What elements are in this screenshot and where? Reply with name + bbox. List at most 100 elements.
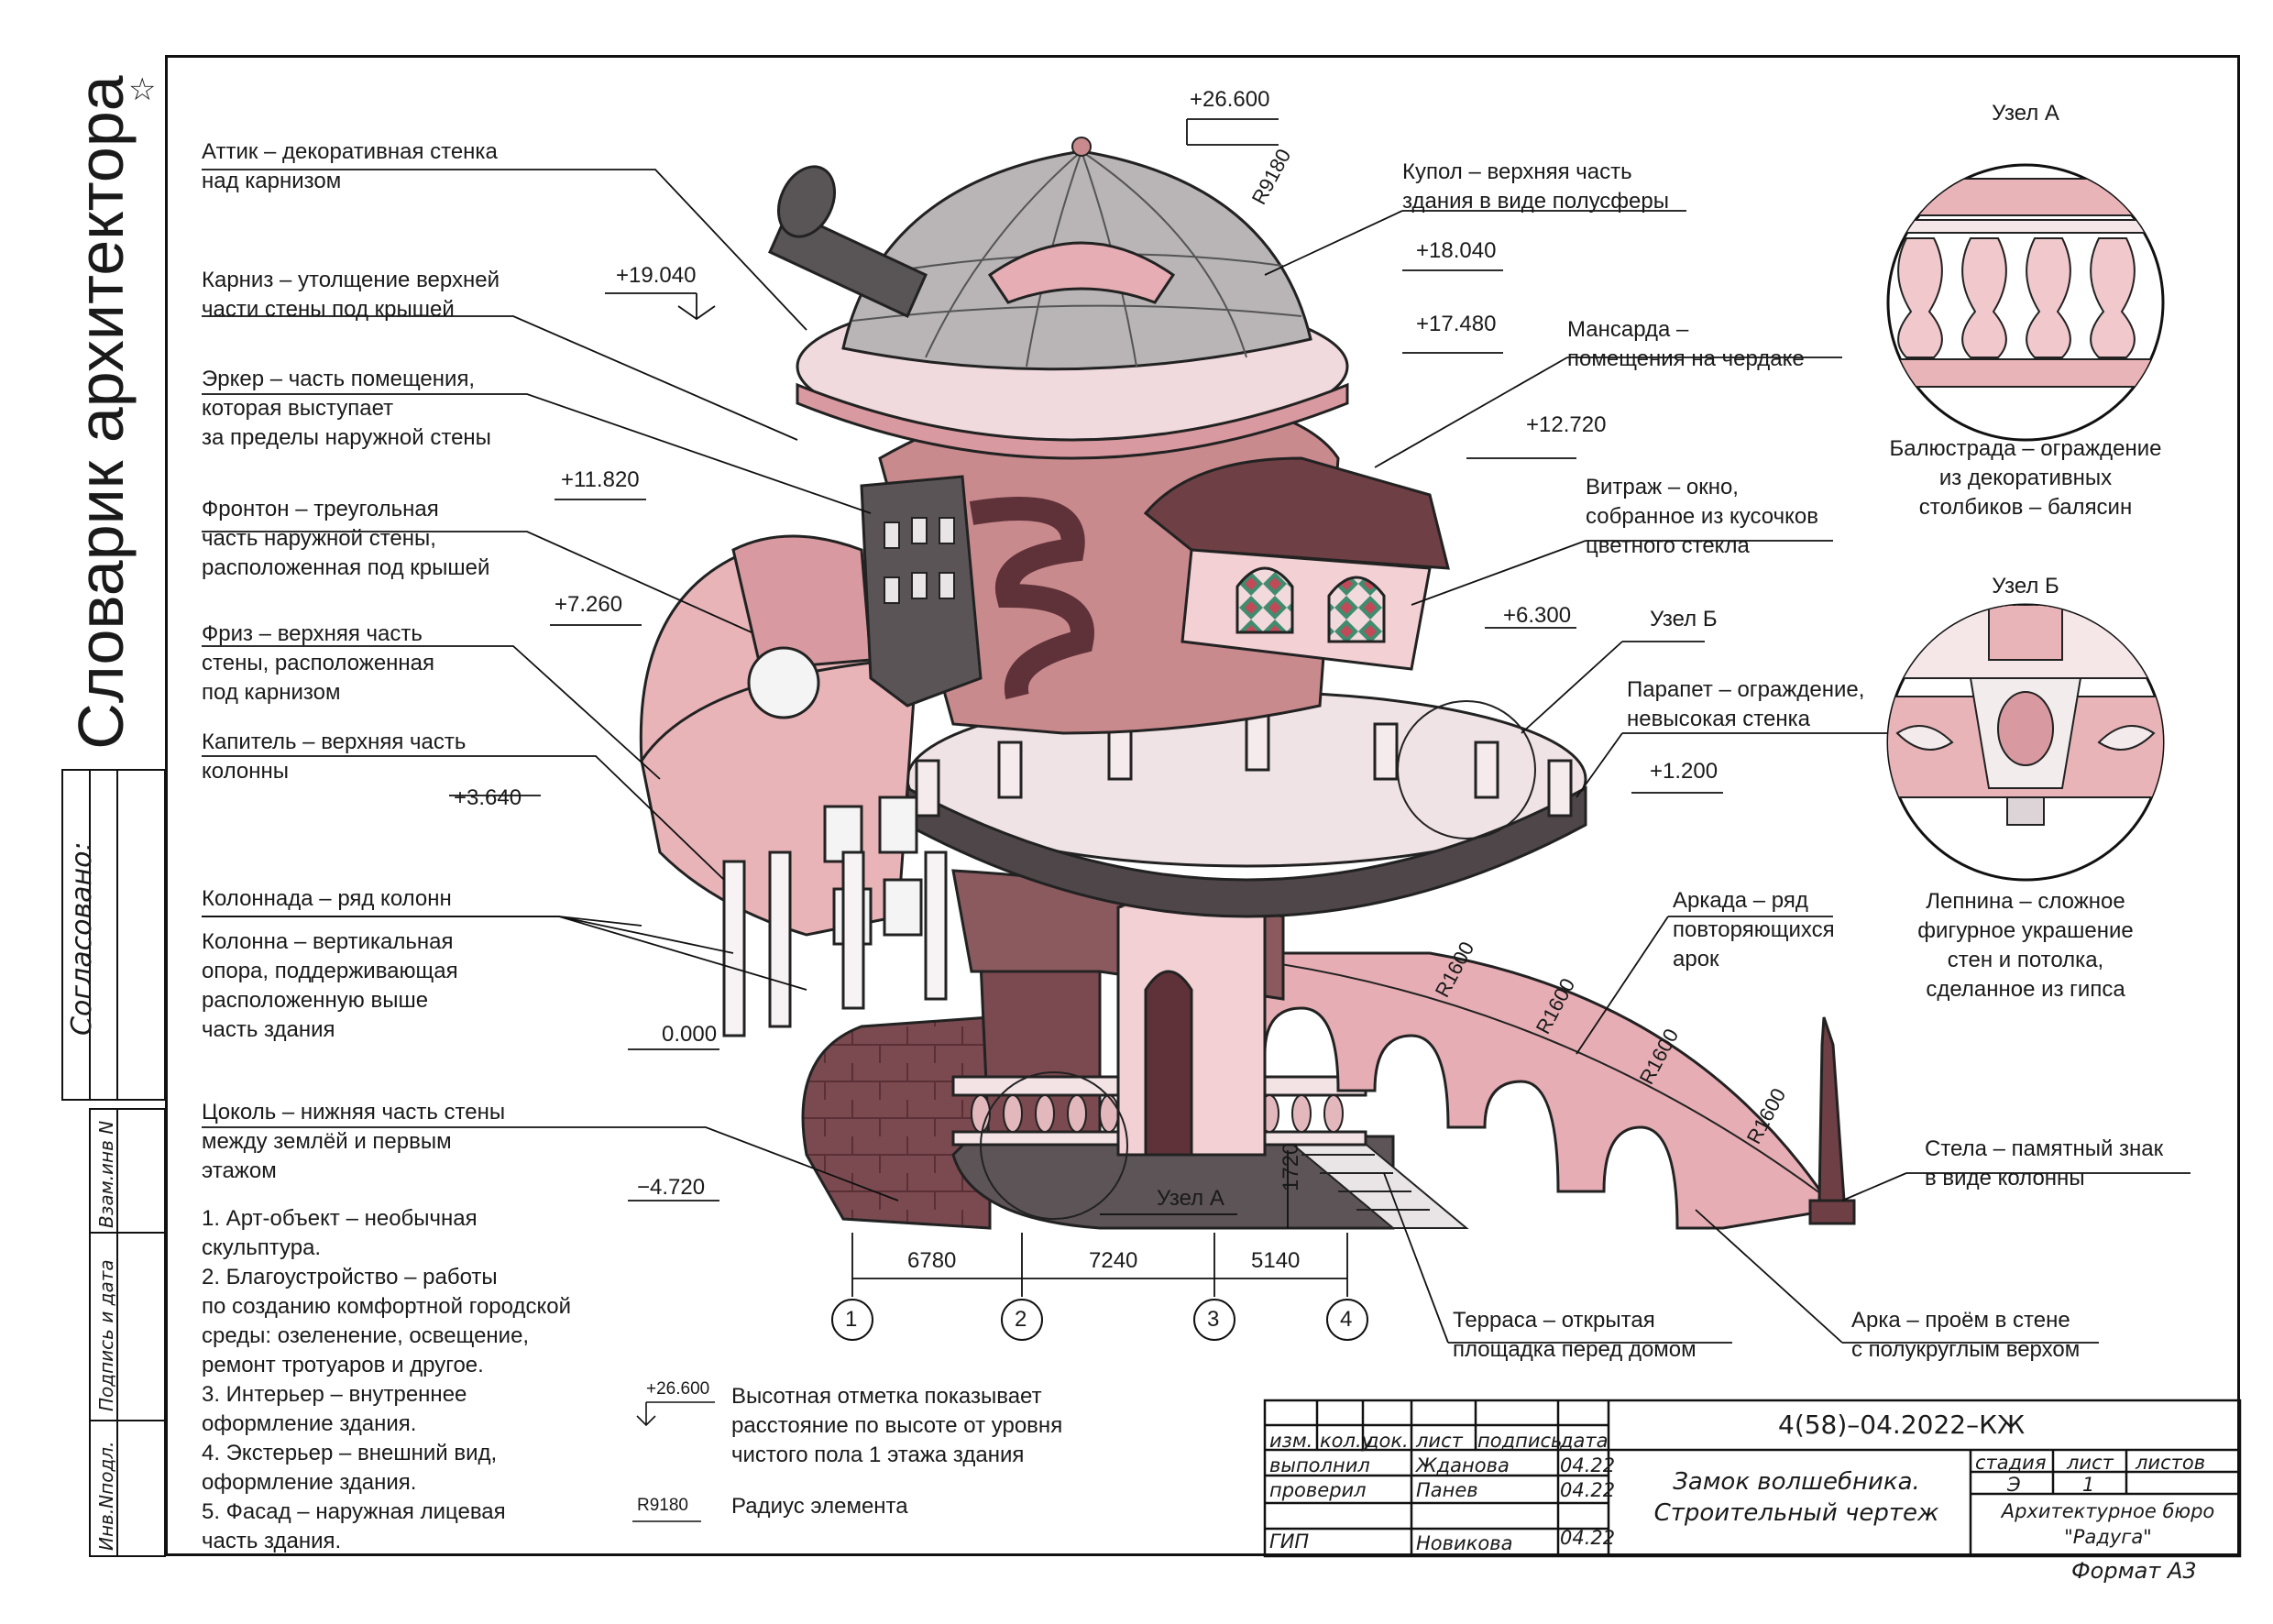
- legend-lines: [632, 1401, 715, 1522]
- stamp-h-podpis: подпись: [1477, 1430, 1563, 1452]
- stamp-stage-val: Э: [2007, 1474, 2021, 1496]
- elev-0000: 0.000: [662, 1022, 718, 1047]
- term-mansard: Мансарда – помещения на чердаке: [1567, 317, 1805, 371]
- stamp-org: Архитектурное бюро "Радуга": [2001, 1500, 2215, 1548]
- stamp-h-dok: док.: [1366, 1430, 1409, 1452]
- elevation-marks: [449, 118, 1723, 1202]
- elev-1200: +1.200: [1650, 759, 1718, 784]
- elev-18040: +18.040: [1416, 238, 1497, 263]
- pediment: [731, 534, 873, 671]
- stamp-project: Замок волшебника. Строительный чертеж: [1653, 1468, 1939, 1527]
- dim-1720: 1720: [1279, 1142, 1303, 1191]
- plinth-left: [801, 1015, 992, 1230]
- stamp-h-sheet: лист: [2067, 1452, 2114, 1474]
- term-attic: Аттик – декоративная стенка над карнизом: [202, 139, 498, 193]
- numbered-notes: 1. Арт-объект – необычная скульптура. 2.…: [202, 1206, 571, 1553]
- term-column: Колонна – вертикальная опора, поддержива…: [202, 929, 458, 1042]
- term-fronton: Фронтон – треугольная часть наружной сте…: [202, 497, 490, 580]
- stamp-date-3: 04.22: [1560, 1527, 1616, 1549]
- term-parapet: Парапет – ограждение, невысокая стенка: [1627, 677, 1865, 731]
- telescope: [768, 208, 928, 319]
- elev-3640: +3.640: [454, 785, 522, 810]
- term-plinth: Цоколь – нижняя часть стены между землёй…: [202, 1100, 506, 1183]
- elev-11820: +11.820: [561, 467, 640, 492]
- elev-12720: +12.720: [1526, 412, 1607, 437]
- title-block-lines: [1263, 1399, 2242, 1558]
- elev-6300: +6.300: [1503, 603, 1572, 628]
- elev-26600: +26.600: [1190, 87, 1270, 112]
- node-a-ref: Узел А: [1157, 1186, 1224, 1211]
- spiral-stair: [969, 497, 1094, 700]
- arcade: [1235, 951, 1836, 1230]
- dome-crest: [987, 241, 1176, 304]
- node-a-marker: [980, 1071, 1128, 1220]
- colonnade: [722, 850, 948, 1037]
- term-frieze: Фриз – верхняя часть стены, расположенна…: [202, 621, 435, 705]
- term-cornice: Карниз – утолщение верхней части стены п…: [202, 268, 500, 322]
- term-erker: Эркер – часть помещения, которая выступа…: [202, 367, 491, 450]
- term-stele: Стела – памятный знак в виде колонны: [1925, 1136, 2164, 1191]
- leader-lines: [202, 169, 2191, 1344]
- parapet-posts: [915, 713, 1573, 817]
- stamp-h-izm: изм.: [1269, 1430, 1313, 1452]
- elev-minus-4720: −4.720: [637, 1175, 706, 1200]
- node-b-marker: [1397, 700, 1536, 839]
- stamp-role-2: проверил: [1269, 1479, 1367, 1501]
- term-dome: Купол – верхняя часть здания в виде полу…: [1402, 159, 1669, 214]
- term-terrace: Терраса – открытая площадка перед домом: [1453, 1308, 1697, 1362]
- dim-7240: 7240: [1089, 1248, 1138, 1273]
- stamp-date-2: 04.22: [1560, 1479, 1616, 1501]
- node-b-detail: [1888, 605, 2163, 826]
- axis-3: 3: [1207, 1307, 1220, 1332]
- node-b-caption: Лепнина – сложное фигурное украшение сте…: [1917, 889, 2134, 1002]
- stamp-sheet-val: 1: [2082, 1474, 2095, 1496]
- legend-radius-text: Радиус элемента: [731, 1494, 908, 1519]
- elev-19040: +19.040: [616, 263, 697, 288]
- star-icon: ☆: [128, 72, 157, 107]
- stamp-h-list: лист: [1416, 1430, 1463, 1452]
- legend-elev-sample: +26.600: [646, 1379, 710, 1399]
- stamp-role-1: выполнил: [1269, 1454, 1370, 1476]
- elev-7260: +7.260: [555, 592, 623, 617]
- term-capital: Капитель – верхняя часть колонны: [202, 730, 467, 784]
- stained-glass-2: [1327, 576, 1386, 643]
- node-b-title: Узел Б: [1992, 574, 2059, 598]
- node-a-title: Узел А: [1992, 101, 2059, 126]
- stele: [1817, 1016, 1846, 1202]
- term-arcade: Аркада – ряд повторяющихся арок: [1673, 888, 1835, 971]
- legend-elev-text: Высотная отметка показывает расстояние п…: [731, 1384, 1063, 1467]
- term-stained-glass: Витраж – окно, собранное из кусочков цве…: [1586, 475, 1818, 558]
- stamp-code: 4(58)–04.2022–КЖ: [1778, 1410, 2026, 1440]
- node-b-ref: Узел Б: [1650, 607, 1718, 631]
- dimension-lines: [851, 1150, 1348, 1297]
- axis-circles: [831, 1299, 1368, 1341]
- stamp-name-1: Жданова: [1416, 1454, 1510, 1476]
- term-colonnade: Колоннада – ряд колонн: [202, 886, 452, 911]
- elev-17480: +17.480: [1416, 312, 1497, 336]
- legend-radius-sample: R9180: [637, 1496, 688, 1515]
- round-window: [747, 646, 820, 719]
- stamp-date-1: 04.22: [1560, 1454, 1616, 1476]
- axis-2: 2: [1015, 1307, 1027, 1332]
- entrance-door: [1144, 970, 1193, 1157]
- dim-5140: 5140: [1251, 1248, 1301, 1273]
- stamp-name-2: Панев: [1416, 1479, 1478, 1501]
- stamp-h-stage: стадия: [1975, 1452, 2047, 1474]
- stamp-name-3: Новикова: [1416, 1532, 1513, 1554]
- mansard-roof: [1143, 456, 1450, 570]
- node-a-caption: Балюстрада – ограждение из декоративных …: [1889, 436, 2162, 520]
- terrace-base: [951, 1135, 1395, 1230]
- dim-6780: 6780: [907, 1248, 957, 1273]
- axis-1: 1: [845, 1307, 858, 1332]
- drawing-frame: [165, 55, 2240, 1556]
- stamp-format: Формат А3: [2071, 1558, 2197, 1584]
- stamp-h-sheets: листов: [2136, 1452, 2206, 1474]
- term-arch: Арка – проём в стене с полукруглым верхо…: [1851, 1308, 2081, 1362]
- stamp-role-3: ГИП: [1269, 1531, 1310, 1553]
- stamp-h-kolu: кол.у: [1320, 1430, 1374, 1452]
- axis-4: 4: [1340, 1307, 1353, 1332]
- stamp-h-data: дата: [1560, 1430, 1609, 1452]
- stained-glass-1: [1235, 566, 1294, 634]
